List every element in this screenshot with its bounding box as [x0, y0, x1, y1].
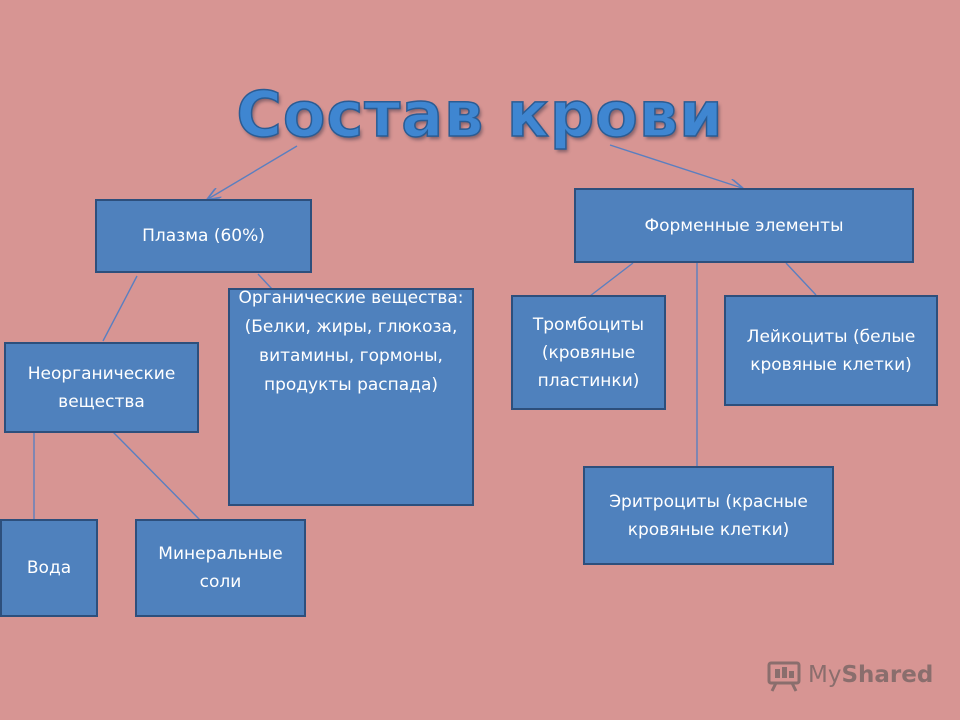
mineral-salts-label: Минеральные соли	[158, 544, 283, 592]
myshared-logo: MyShared	[766, 655, 933, 695]
platelets-label: Тромбоциты (кровяные пластинки)	[532, 314, 645, 391]
organic-label: Органические вещества: (Белки, жиры, глю…	[238, 288, 464, 395]
presentation-board-icon	[767, 661, 801, 692]
arrow-title-to-formed	[609, 144, 742, 188]
line-inorganic-to-salts	[112, 431, 201, 521]
plasma-label: Плазма (60%)	[142, 226, 265, 246]
diagram-title: Состав крови	[236, 77, 724, 152]
water-box: Вода	[0, 519, 98, 617]
logo-text-my: My	[808, 662, 842, 688]
water-label: Вода	[26, 558, 72, 578]
leukocytes-label: Лейкоциты (белые кровяные клетки)	[746, 326, 916, 375]
inorganic-label: Неорганические вещества	[27, 363, 176, 412]
mineral-salts-box: Минеральные соли	[135, 519, 306, 617]
line-formed-to-leukocytes	[785, 262, 817, 296]
line-plasma-to-inorganic	[102, 275, 138, 342]
formed-elements-box: Форменные элементы	[574, 188, 914, 263]
organic-box: Органические вещества: (Белки, жиры, глю…	[228, 288, 474, 506]
line-plasma-to-organic	[257, 273, 273, 290]
line-formed-to-platelets	[589, 262, 634, 297]
platelets-box: Тромбоциты (кровяные пластинки)	[511, 295, 666, 410]
erythrocytes-box: Эритроциты (красные кровяные клетки)	[583, 466, 834, 565]
plasma-box: Плазма (60%)	[95, 199, 312, 273]
formed-elements-label: Форменные элементы	[644, 215, 844, 236]
inorganic-box: Неорганические вещества	[4, 342, 199, 433]
logo-text-shared: Shared	[841, 662, 934, 688]
leukocytes-box: Лейкоциты (белые кровяные клетки)	[724, 295, 938, 406]
arrow-title-to-plasma	[208, 145, 298, 199]
erythrocytes-label: Эритроциты (красные кровяные клетки)	[609, 491, 808, 540]
